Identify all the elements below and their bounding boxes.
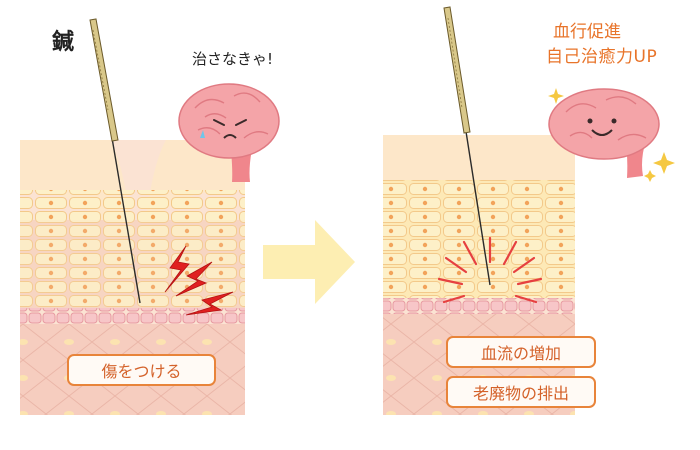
right-arrow-icon	[263, 220, 355, 304]
caption-waste-removal: 老廃物の排出	[446, 376, 596, 408]
effect-title-line2: 自己治癒力UP	[546, 47, 658, 67]
brain-speech-text: 治さなきゃ!	[192, 50, 274, 68]
left-needle	[89, 18, 141, 304]
effect-title-line1: 血行促進	[553, 22, 621, 42]
right-needle	[443, 6, 491, 286]
worried-brain-icon	[178, 83, 280, 182]
lightning-icon	[164, 245, 234, 316]
smiling-brain-icon	[548, 88, 675, 182]
radiating-lines	[437, 236, 543, 304]
left-skin-cross-section	[20, 140, 245, 415]
needle-label: 鍼	[52, 30, 75, 55]
right-skin-cross-section	[383, 135, 575, 415]
caption-blood-flow: 血流の増加	[446, 336, 596, 368]
caption-injure: 傷をつける	[67, 354, 216, 386]
